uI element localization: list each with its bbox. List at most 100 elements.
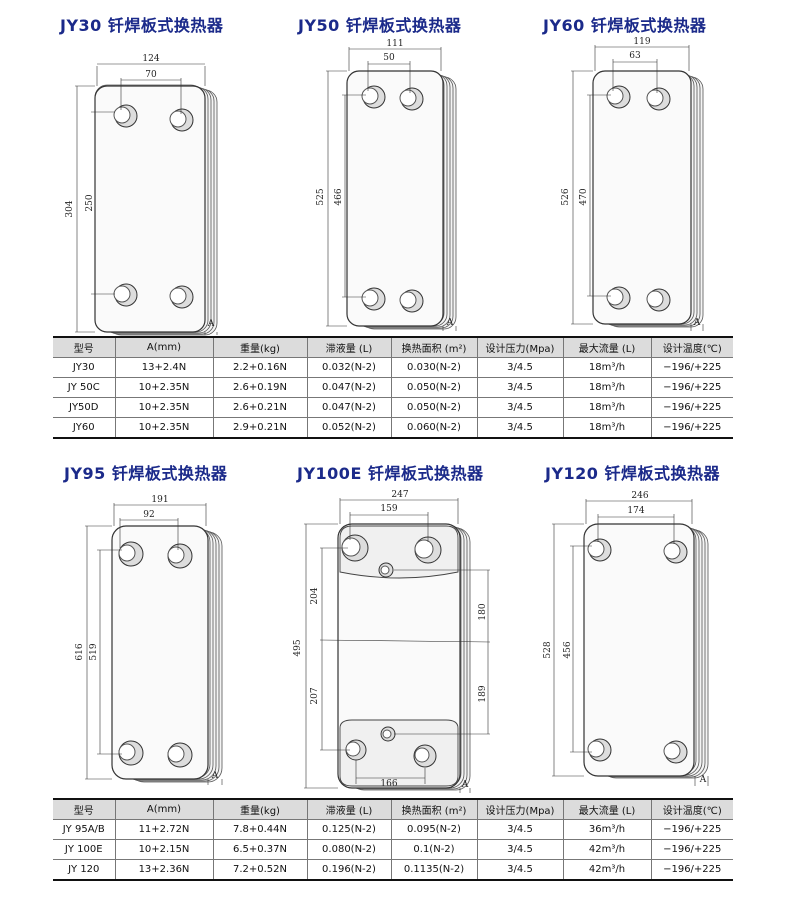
jy100e-bottom-dim: 166 xyxy=(380,779,397,789)
cell-temperature: −196/+225 xyxy=(650,839,733,860)
jy50-width-dim: 111 xyxy=(386,39,403,49)
jy120-height-dim: 528 xyxy=(543,641,553,658)
table-header-row: 型号 A(mm) 重量(kg) 滞液量 (L) 换热面积 (m²) 设计压力(M… xyxy=(53,798,733,820)
cell-a: 11+2.72N xyxy=(114,819,214,840)
cell-a: 10+2.35N xyxy=(114,377,214,398)
table-row: JY 95A/B 11+2.72N 7.8+0.44N 0.125(N-2) 0… xyxy=(53,819,733,840)
cell-holdup: 0.047(N-2) xyxy=(306,397,392,418)
cell-holdup: 0.196(N-2) xyxy=(306,859,392,881)
title-jy30: JY30 钎焊板式换热器 xyxy=(60,16,224,35)
jy95-drawing: 191 92 616 519 A xyxy=(70,492,240,787)
cell-a: 10+2.15N xyxy=(114,839,214,860)
cell-pressure: 3/4.5 xyxy=(476,377,564,398)
jy60-plate-label: A xyxy=(693,318,701,328)
cell-a: 10+2.35N xyxy=(114,417,214,439)
jy100e-width-dim: 247 xyxy=(391,490,408,500)
cell-flow: 18m³/h xyxy=(562,357,652,378)
jy50-plate-label: A xyxy=(446,318,454,328)
jy120-width-dim: 246 xyxy=(631,491,648,501)
cell-holdup: 0.047(N-2) xyxy=(306,377,392,398)
title-jy60: JY60 钎焊板式换热器 xyxy=(543,16,707,35)
table-row: JY30 13+2.4N 2.2+0.16N 0.032(N-2) 0.030(… xyxy=(53,357,733,378)
cell-pressure: 3/4.5 xyxy=(476,819,564,840)
table-row: JY 120 13+2.36N 7.2+0.52N 0.196(N-2) 0.1… xyxy=(53,859,733,881)
jy95-port-height-dim: 519 xyxy=(89,643,99,660)
header-area: 换热面积 (m²) xyxy=(390,336,478,358)
jy60-height-dim: 526 xyxy=(561,188,571,205)
jy120-port-height-dim: 456 xyxy=(563,641,573,658)
jy30-drawing: 124 70 304 250 A xyxy=(55,50,245,336)
cell-a: 10+2.35N xyxy=(114,397,214,418)
jy95-port-spacing-dim: 92 xyxy=(143,510,154,520)
cell-temperature: −196/+225 xyxy=(650,819,733,840)
cell-holdup: 0.032(N-2) xyxy=(306,357,392,378)
jy95-plate-label: A xyxy=(211,771,219,781)
cell-model: JY 50C xyxy=(53,377,116,398)
jy100e-lower-dim: 207 xyxy=(310,687,320,704)
jy100e-upper-dim: 204 xyxy=(310,587,320,604)
cell-a: 13+2.4N xyxy=(114,357,214,378)
header-weight: 重量(kg) xyxy=(212,798,308,820)
table-header-row: 型号 A(mm) 重量(kg) 滞液量 (L) 换热面积 (m²) 设计压力(M… xyxy=(53,336,733,358)
cell-flow: 42m³/h xyxy=(562,839,652,860)
cell-holdup: 0.125(N-2) xyxy=(306,819,392,840)
jy30-plate-label: A xyxy=(207,319,215,329)
cell-model: JY60 xyxy=(53,417,116,439)
cell-pressure: 3/4.5 xyxy=(476,839,564,860)
table-row: JY50D 10+2.35N 2.6+0.21N 0.047(N-2) 0.05… xyxy=(53,397,733,418)
cell-area: 0.050(N-2) xyxy=(390,397,478,418)
header-holdup: 滞液量 (L) xyxy=(306,798,392,820)
cell-model: JY 120 xyxy=(53,859,116,881)
title-jy95: JY95 钎焊板式换热器 xyxy=(64,464,228,483)
header-temperature: 设计温度(℃) xyxy=(650,798,733,820)
header-pressure: 设计压力(Mpa) xyxy=(476,336,564,358)
cell-area: 0.095(N-2) xyxy=(390,819,478,840)
jy60-width-dim: 119 xyxy=(633,37,650,47)
title-jy120: JY120 钎焊板式换热器 xyxy=(545,464,721,483)
cell-area: 0.050(N-2) xyxy=(390,377,478,398)
jy100e-right-upper-dim: 180 xyxy=(478,603,488,620)
jy95-width-dim: 191 xyxy=(151,495,168,505)
cell-temperature: −196/+225 xyxy=(650,397,733,418)
jy50-port-spacing-dim: 50 xyxy=(383,53,395,63)
header-temperature: 设计温度(℃) xyxy=(650,336,733,358)
cell-flow: 18m³/h xyxy=(562,377,652,398)
cell-model: JY50D xyxy=(53,397,116,418)
jy100e-drawing: 247 159 495 204 207 180 189 166 A xyxy=(293,488,500,793)
cell-flow: 18m³/h xyxy=(562,417,652,439)
cell-temperature: −196/+225 xyxy=(650,377,733,398)
cell-temperature: −196/+225 xyxy=(650,357,733,378)
jy120-drawing: 246 174 528 456 A xyxy=(540,490,730,790)
cell-pressure: 3/4.5 xyxy=(476,357,564,378)
jy30-width-dim: 124 xyxy=(142,54,159,64)
cell-model: JY 100E xyxy=(53,839,116,860)
cell-flow: 36m³/h xyxy=(562,819,652,840)
table-row: JY60 10+2.35N 2.9+0.21N 0.052(N-2) 0.060… xyxy=(53,417,733,439)
title-jy100e: JY100E 钎焊板式换热器 xyxy=(297,464,484,483)
cell-a: 13+2.36N xyxy=(114,859,214,881)
header-area: 换热面积 (m²) xyxy=(390,798,478,820)
cell-holdup: 0.052(N-2) xyxy=(306,417,392,439)
cell-temperature: −196/+225 xyxy=(650,859,733,881)
jy50-height-dim: 525 xyxy=(316,188,326,205)
jy100e-right-lower-dim: 189 xyxy=(478,685,488,702)
jy100e-plate-label: A xyxy=(461,780,469,790)
jy50-drawing: 111 50 525 466 A xyxy=(310,35,470,333)
header-holdup: 滞液量 (L) xyxy=(306,336,392,358)
cell-pressure: 3/4.5 xyxy=(476,859,564,881)
cell-pressure: 3/4.5 xyxy=(476,417,564,439)
table-row: JY 100E 10+2.15N 6.5+0.37N 0.080(N-2) 0.… xyxy=(53,839,733,860)
header-pressure: 设计压力(Mpa) xyxy=(476,798,564,820)
cell-weight: 2.6+0.21N xyxy=(212,397,308,418)
cell-weight: 6.5+0.37N xyxy=(212,839,308,860)
jy60-drawing: 119 63 526 470 A xyxy=(555,35,715,333)
spec-table-1: 型号 A(mm) 重量(kg) 滞液量 (L) 换热面积 (m²) 设计压力(M… xyxy=(53,336,733,439)
cell-weight: 2.2+0.16N xyxy=(212,357,308,378)
jy60-port-height-dim: 470 xyxy=(579,188,589,205)
cell-weight: 2.6+0.19N xyxy=(212,377,308,398)
cell-holdup: 0.080(N-2) xyxy=(306,839,392,860)
header-model: 型号 xyxy=(53,798,116,820)
jy30-port-spacing-dim: 70 xyxy=(145,70,157,80)
table-row: JY 50C 10+2.35N 2.6+0.19N 0.047(N-2) 0.0… xyxy=(53,377,733,398)
header-a: A(mm) xyxy=(114,798,214,820)
